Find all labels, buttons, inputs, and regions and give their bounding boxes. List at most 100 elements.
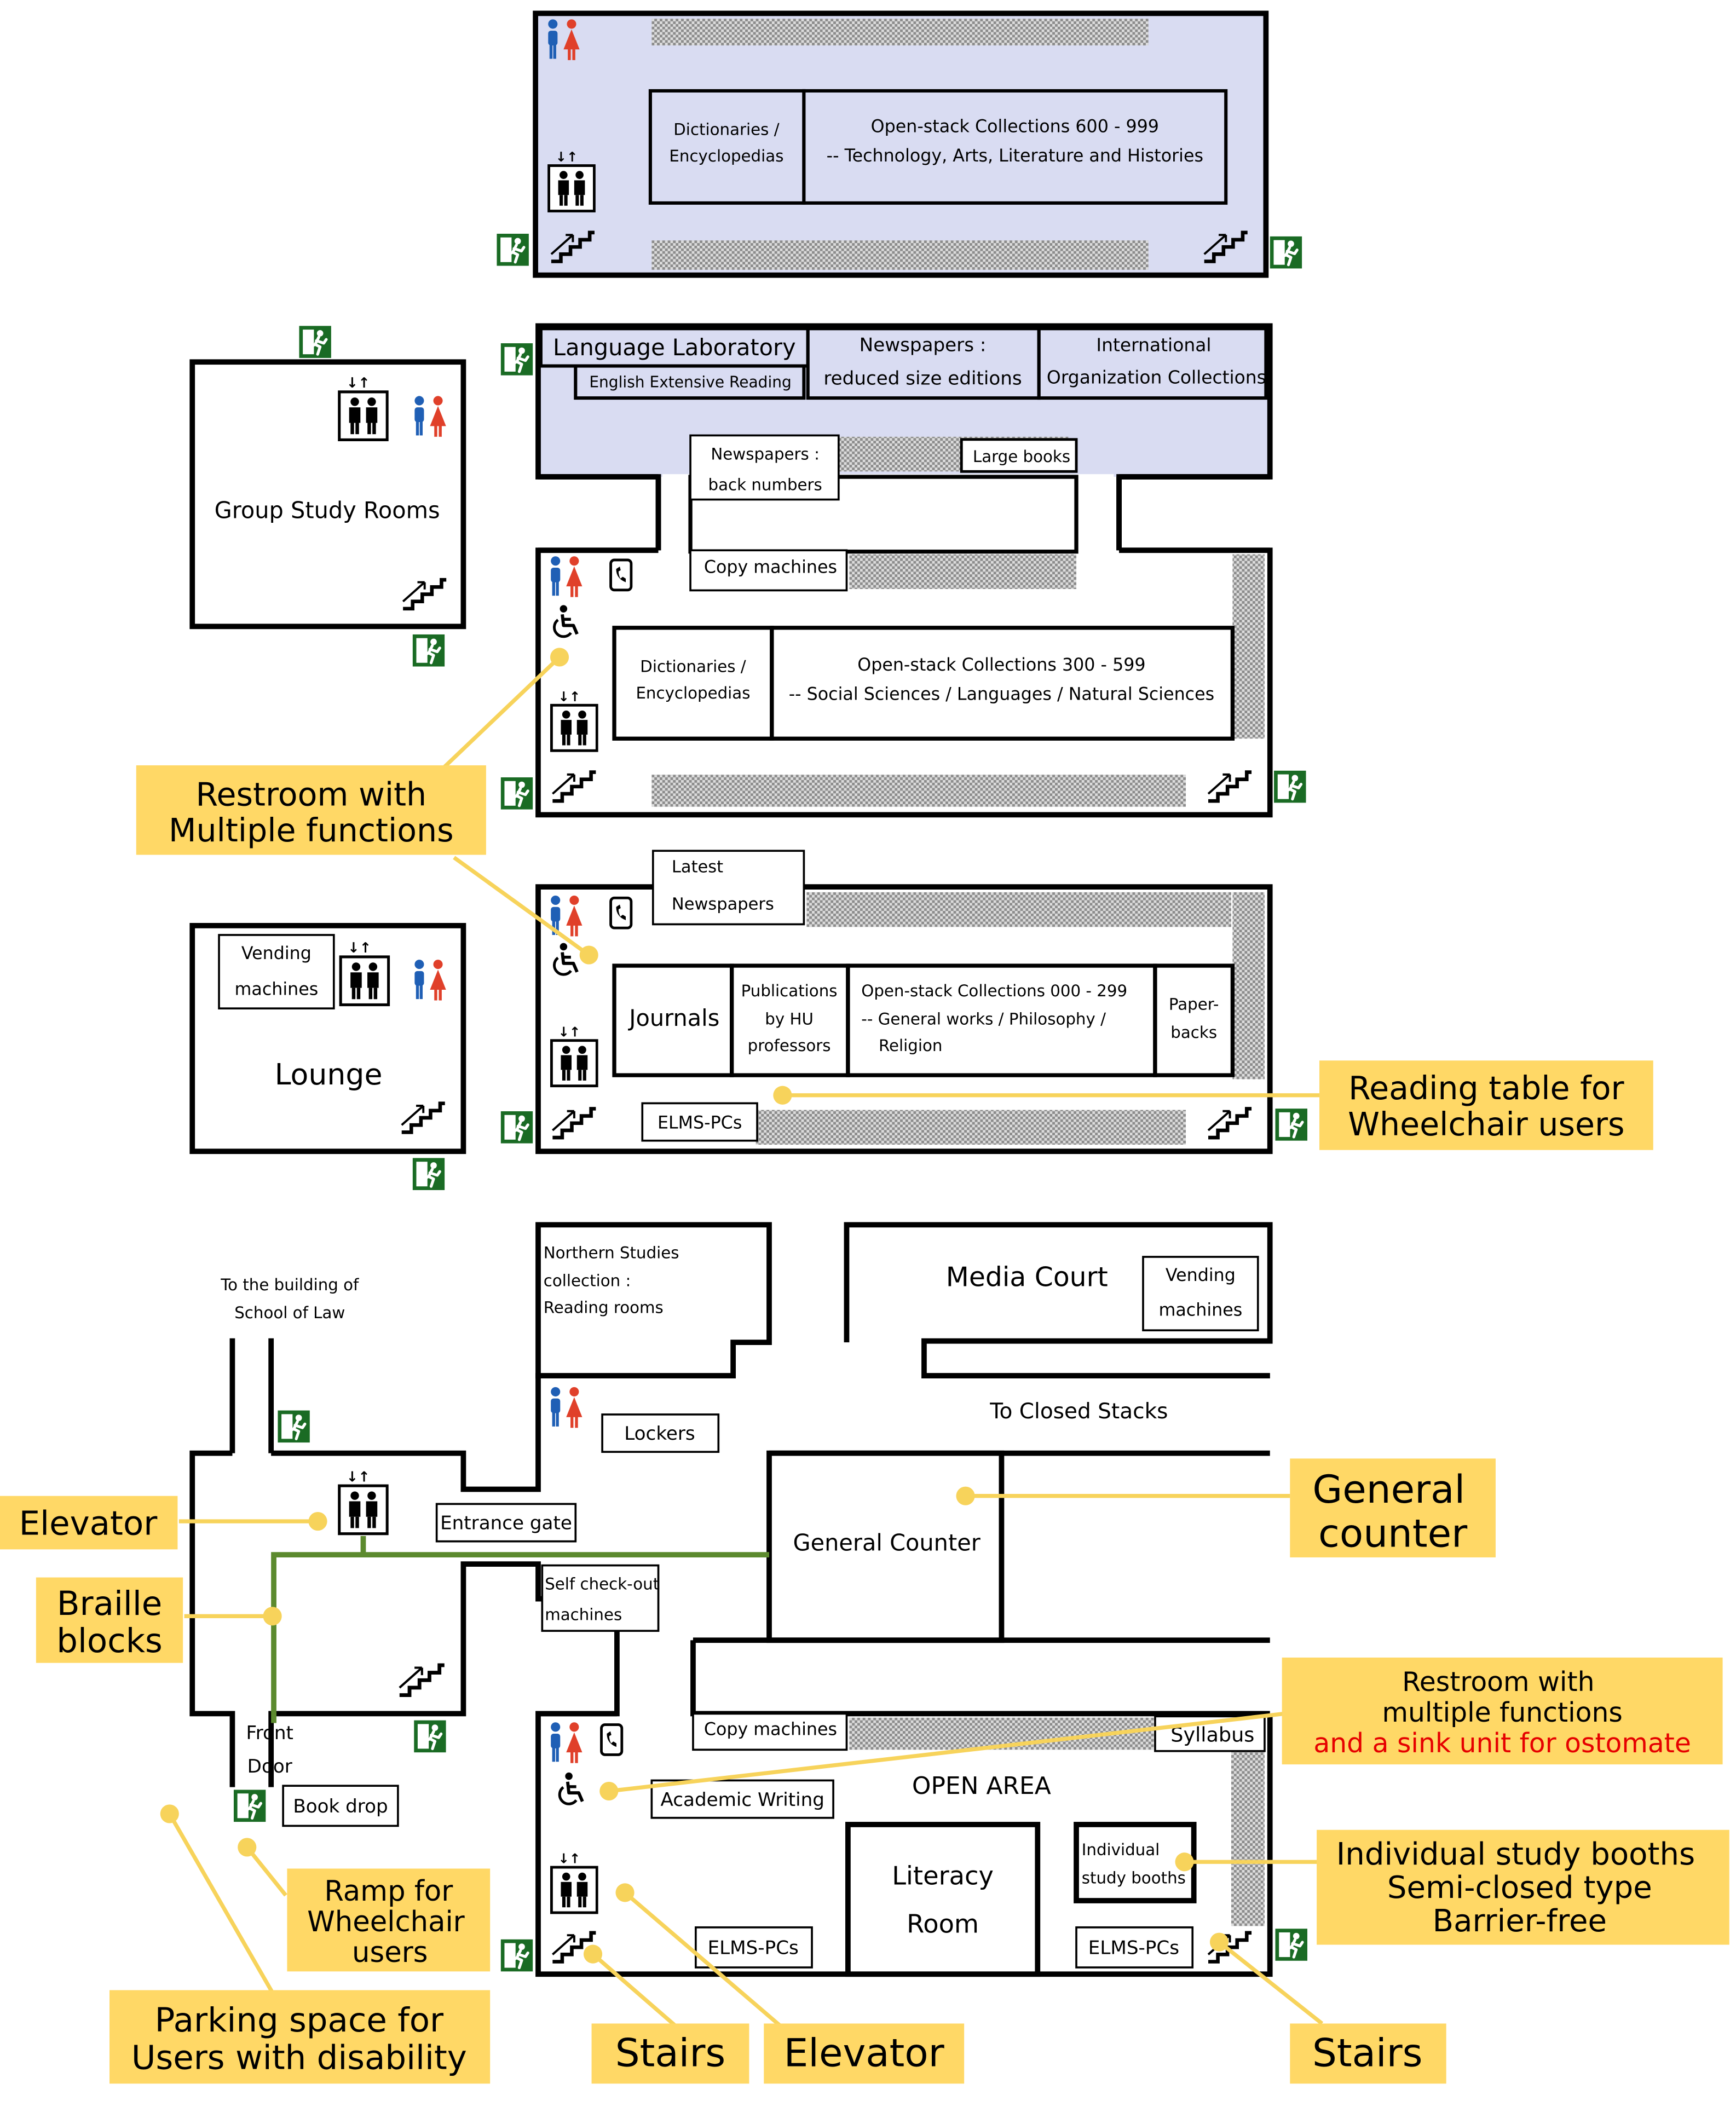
vending-machines[interactable] (218, 934, 335, 1009)
open-stack-subtitle: Religion (879, 1036, 942, 1055)
copy-machines[interactable] (692, 1712, 848, 1751)
northern-studies-label: Northern Studies (544, 1243, 679, 1262)
english-reading[interactable] (574, 364, 806, 400)
wall (690, 1640, 1270, 1717)
callout-text: Wheelchair (307, 1906, 465, 1938)
callout-text: multiple functions (1382, 1697, 1622, 1728)
self-checkout-label: machines (545, 1606, 622, 1624)
callout-text: Reading table for (1348, 1070, 1624, 1107)
literacy-room-label: Literacy (892, 1861, 994, 1891)
second-floor: Latest Newspapers Journals Publications … (189, 850, 1307, 1190)
language-lab[interactable] (539, 327, 810, 368)
paperbacks-label: backs (1170, 1023, 1217, 1042)
elms-pcs[interactable] (695, 1926, 813, 1969)
hu-publications[interactable] (730, 963, 850, 1077)
elevator-icon (551, 1851, 597, 1913)
stairs-area (1232, 892, 1265, 1080)
front-door-label: Front (246, 1722, 293, 1744)
newspapers-reduced[interactable] (806, 327, 1041, 400)
journals[interactable] (612, 963, 734, 1077)
callout-text: Individual study booths (1336, 1837, 1695, 1872)
emergency-exit-icon (501, 1940, 533, 1972)
syllabus[interactable] (1154, 1715, 1266, 1752)
elms-pcs[interactable] (1075, 1926, 1194, 1969)
self-checkout[interactable] (541, 1564, 660, 1632)
vending-label: Vending (241, 944, 312, 963)
literacy-room[interactable] (845, 1822, 1041, 1977)
callout-stairs-right (1290, 2023, 1446, 2084)
hu-publications-label: Publications (741, 982, 838, 1000)
callout-text: blocks (56, 1621, 163, 1660)
elms-pcs-label: ELMS-PCs (708, 1937, 799, 1959)
restroom-icon (551, 1722, 582, 1763)
stairs-area (651, 775, 1186, 807)
emergency-exit-icon (497, 234, 529, 266)
copy-machines-label: Copy machines (704, 558, 837, 578)
callout-text: Semi-closed type (1387, 1870, 1652, 1906)
stairs-area (651, 240, 1149, 270)
vending-label: machines (235, 980, 319, 1000)
english-reading-label: English Extensive Reading (589, 373, 792, 391)
academic-writing[interactable] (650, 1779, 834, 1819)
callout-text: Stairs (615, 2030, 726, 2076)
entrance-hall-walls (271, 1373, 734, 1492)
entrance-gate[interactable] (435, 1503, 577, 1543)
large-books[interactable] (960, 438, 1078, 473)
callout-text: Elevator (784, 2030, 945, 2076)
callout-individual-booths (1317, 1829, 1729, 1945)
book-drop[interactable] (282, 1785, 399, 1827)
stairs-area (1231, 1750, 1265, 1926)
international-label: Organization Collections (1047, 366, 1266, 388)
hu-publications-label: professors (748, 1036, 831, 1055)
open-stack-600-999[interactable] (802, 89, 1228, 205)
callout-text: Barrier-free (1433, 1903, 1607, 1939)
paperbacks[interactable] (1153, 963, 1235, 1077)
open-stack-000-299[interactable] (846, 963, 1157, 1077)
academic-writing-label: Academic Writing (661, 1789, 824, 1811)
open-stack-300-599[interactable] (770, 626, 1235, 741)
callout-text: users (352, 1936, 428, 1969)
self-checkout-label: Self check-out (545, 1575, 659, 1594)
callout-dots (160, 648, 1229, 1964)
newspapers-back[interactable] (689, 434, 840, 501)
callout-text: Multiple functions (169, 812, 454, 849)
open-area-walls (535, 1711, 1273, 1977)
callout-text: Restroom with (1402, 1666, 1594, 1698)
emergency-exit-icon (501, 343, 533, 376)
emergency-exit-icon (413, 634, 445, 667)
open-stack-label: Open-stack Collections 600 - 999 (871, 117, 1159, 137)
northern-studies-label: collection : (544, 1272, 631, 1290)
dictionaries-label: Dictionaries / (640, 657, 746, 676)
paperbacks-label: Paper- (1169, 995, 1219, 1014)
callout-parking (109, 1990, 491, 2084)
callout-text-red: and a sink unit for ostomate (1313, 1728, 1691, 1759)
large-books-label: Large books (973, 447, 1070, 466)
general-counter-label: General Counter (793, 1530, 981, 1556)
individual-booths-label: Individual (1082, 1840, 1160, 1859)
callout-reading-table (1319, 1060, 1653, 1150)
elms-pcs[interactable] (641, 1102, 758, 1142)
wheelchair-icon (560, 1773, 582, 1804)
language-lab-label: Language Laboratory (553, 334, 796, 361)
emergency-exit-icon (501, 777, 533, 810)
vending-label: machines (1158, 1300, 1242, 1320)
open-stack-subtitle: -- General works / Philosophy / (861, 1009, 1106, 1028)
dictionaries-shelf[interactable] (612, 626, 774, 741)
callout-ramp (287, 1868, 491, 1972)
emergency-exit-icon (1275, 1929, 1307, 1961)
latest-newspapers[interactable] (651, 850, 805, 926)
braille-blocks-path (271, 1536, 769, 1723)
callout-stairs (591, 2023, 749, 2084)
dictionaries-label: Dictionaries / (673, 120, 779, 138)
copy-machines[interactable] (689, 549, 848, 592)
latest-newspapers-label: Newspapers (672, 895, 774, 914)
international-collections[interactable] (1037, 327, 1268, 400)
emergency-exit-icon (501, 1111, 533, 1144)
dictionaries-shelf[interactable] (648, 89, 806, 205)
elms-pcs-label: ELMS-PCs (1088, 1937, 1179, 1959)
vending-machines[interactable] (1142, 1256, 1259, 1331)
elms-pcs-label: ELMS-PCs (658, 1113, 742, 1133)
callout-text: Ramp for (324, 1875, 453, 1908)
emergency-exit-icon (1275, 1109, 1307, 1141)
lockers[interactable] (601, 1413, 720, 1453)
